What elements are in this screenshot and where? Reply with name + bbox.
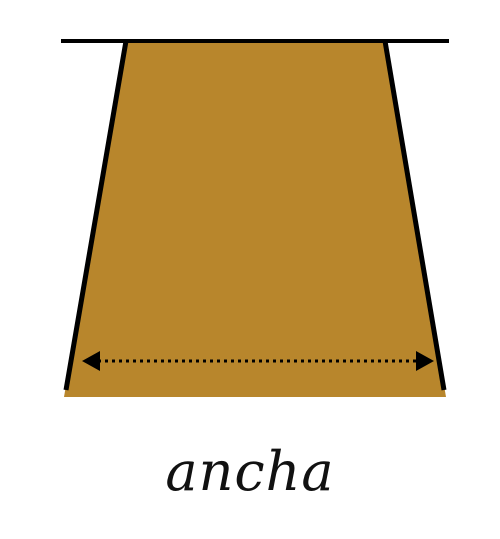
arrow-head-right (416, 351, 434, 371)
left-side-line (63, 40, 129, 391)
arrow-head-left (82, 351, 100, 371)
width-arrow-icon (82, 351, 434, 371)
caption-label: ancha (165, 440, 335, 503)
trapezoid-shape (64, 41, 446, 397)
right-side-line (382, 40, 447, 391)
